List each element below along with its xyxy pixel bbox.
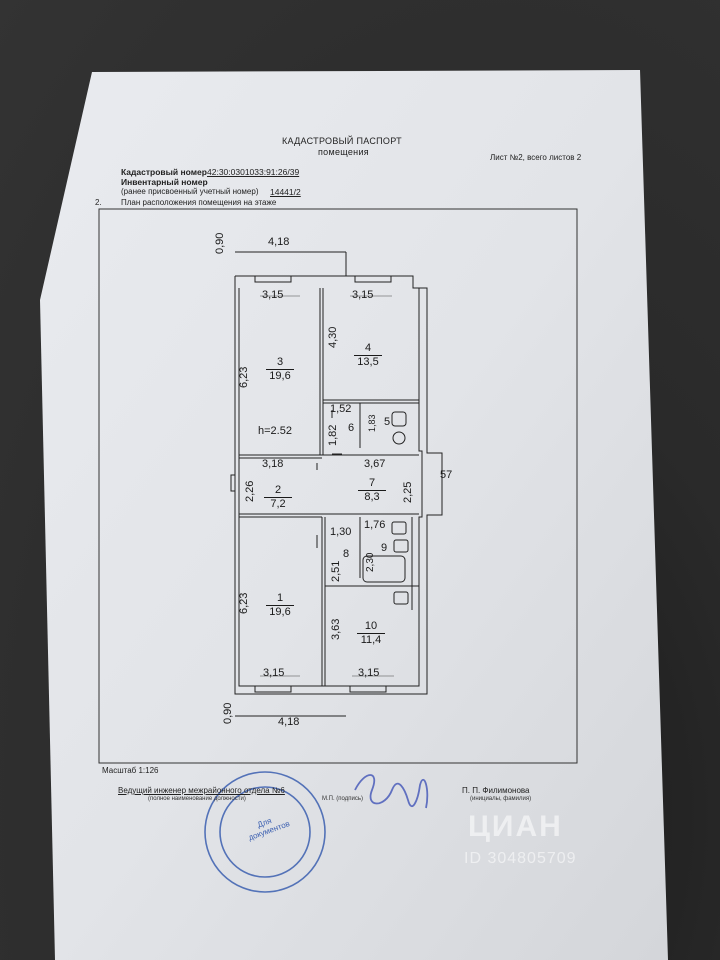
dim-r3-width: 3,15 (262, 289, 284, 301)
dim-r6-height: 1,82 (327, 424, 339, 446)
room-10: 10 11,4 (357, 620, 385, 647)
cadastral-label: Кадастровый номер (121, 167, 207, 177)
cadastral-value: 42:30:0301033:91:26/39 (207, 167, 300, 177)
room-number: 2 (264, 484, 292, 498)
room-area: 8,3 (364, 491, 380, 503)
room-area: 19,6 (269, 370, 291, 382)
section-number: 2. (95, 198, 102, 207)
dim-balcony: 57 (440, 469, 453, 481)
document-subtitle: помещения (318, 147, 369, 157)
dim-r7-height: 2,25 (402, 481, 414, 503)
watermark-brand: ЦИАН (468, 810, 563, 843)
room-number: 10 (357, 620, 385, 634)
dim-r5-height: 1,83 (367, 414, 377, 432)
room-area: 7,2 (270, 498, 286, 510)
room-9: 9 (381, 542, 388, 554)
dim-r8-width: 1,30 (330, 526, 352, 538)
dim-r7-width: 3,67 (364, 458, 386, 470)
section-title: План расположения помещения на этаже (121, 198, 277, 207)
room-1: 1 19,6 (266, 592, 294, 619)
engineer-caption: (полное наименование должности) (148, 796, 246, 802)
inventory-value: 14441/2 (270, 187, 301, 197)
dim-r3-height: 6,23 (238, 366, 250, 388)
sheet-info: Лист №2, всего листов 2 (490, 153, 582, 162)
dim-r4-height: 4,30 (327, 326, 339, 348)
ceiling-height: h=2.52 (258, 425, 292, 437)
dim-bottom-overall: 4,18 (278, 716, 300, 728)
inventory-prev-label: (ранее присвоенный учетный номер) (121, 187, 259, 196)
dim-r4-width: 3,15 (352, 289, 374, 301)
room-area: 11,4 (360, 634, 382, 646)
room-5: 5 (384, 416, 391, 428)
room-number: 4 (354, 342, 382, 356)
document-title: КАДАСТРОВЫЙ ПАСПОРТ (282, 136, 402, 146)
dim-r2-height: 2,26 (244, 480, 256, 502)
seal-caption: М.П. (подпись) (322, 796, 363, 802)
dim-top-overall: 4,18 (268, 236, 290, 248)
engineer-label: Ведущий инженер межрайонного отдела №6 (118, 786, 285, 795)
room-3: 3 19,6 (266, 356, 294, 383)
room-number: 7 (358, 477, 386, 491)
room-8: 8 (343, 548, 350, 560)
dim-r10-width: 3,15 (358, 667, 380, 679)
dim-r2-width: 3,18 (262, 458, 284, 470)
watermark-id: ID 304805709 (464, 850, 577, 867)
scale-label: Масштаб 1:126 (102, 766, 159, 775)
dim-r9-height: 2,30 (365, 552, 376, 572)
room-number: 1 (266, 592, 294, 606)
room-7: 7 8,3 (358, 477, 386, 504)
room-4: 4 13,5 (354, 342, 382, 369)
signer-caption: (инициалы, фамилия) (470, 796, 532, 802)
dim-bottom-wall: 0,90 (222, 702, 234, 724)
room-2: 2 7,2 (264, 484, 292, 511)
dim-r1-height: 6,23 (238, 592, 250, 614)
signer-name: П. П. Филимонова (462, 786, 530, 795)
room-area: 19,6 (269, 606, 291, 618)
room-6: 6 (348, 422, 355, 434)
dim-r1-width: 3,15 (263, 667, 285, 679)
dim-r10-height: 3,63 (330, 618, 342, 640)
dim-top-wall: 0,90 (214, 232, 226, 254)
room-area: 13,5 (357, 356, 379, 368)
room-number: 3 (266, 356, 294, 370)
dim-r8-height: 2,51 (330, 560, 342, 582)
inventory-label: Инвентарный номер (121, 177, 208, 187)
dim-r9-width: 1,76 (364, 519, 386, 531)
dim-r6-width: 1,52 (330, 403, 352, 415)
